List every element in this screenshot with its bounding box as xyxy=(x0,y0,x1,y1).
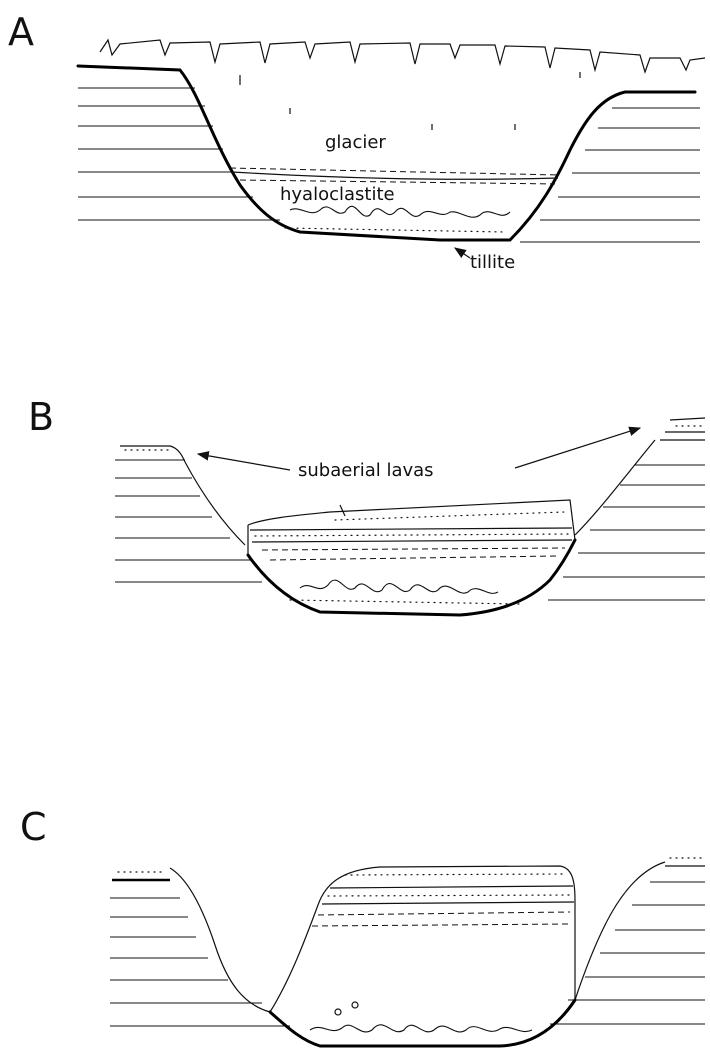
panel-b-letter: B xyxy=(28,395,54,439)
panel-a-right-strata xyxy=(520,108,700,242)
panel-b-right-strata xyxy=(548,465,705,600)
subaerial-arrow-inner xyxy=(340,505,345,516)
panel-a-pillow-lavas xyxy=(290,206,510,217)
panel-a: A xyxy=(8,10,705,273)
panel-c-letter: C xyxy=(20,805,47,849)
label-hyaloclastite: hyaloclastite xyxy=(280,184,395,205)
panel-c: C xyxy=(20,805,705,1046)
subaerial-arrow-left xyxy=(198,454,290,470)
panel-b-pillow-lavas xyxy=(300,580,498,593)
panel-a-left-strata xyxy=(78,88,280,220)
label-glacier: glacier xyxy=(325,132,386,153)
panel-c-fill-top xyxy=(270,866,575,1012)
panel-b-left-strata xyxy=(115,460,262,582)
subaerial-arrow-right xyxy=(515,428,640,468)
label-subaerial-lavas: subaerial lavas xyxy=(298,460,434,481)
panel-a-letter: A xyxy=(8,10,34,54)
panel-c-trough-floor xyxy=(270,1000,575,1046)
panel-c-left-strata xyxy=(110,898,290,1026)
label-tillite: tillite xyxy=(470,252,515,273)
tillite-pointer xyxy=(455,248,470,258)
panel-b-trough-floor xyxy=(248,540,575,615)
glacier-crevasse-marks xyxy=(240,72,580,130)
panel-c-pillow-lavas xyxy=(310,1025,532,1032)
panel-c-valley-walls xyxy=(170,862,665,1012)
glacier-surface xyxy=(100,40,705,72)
panel-b-right-lava-cap xyxy=(660,418,705,440)
panel-b: B xyxy=(28,395,705,615)
